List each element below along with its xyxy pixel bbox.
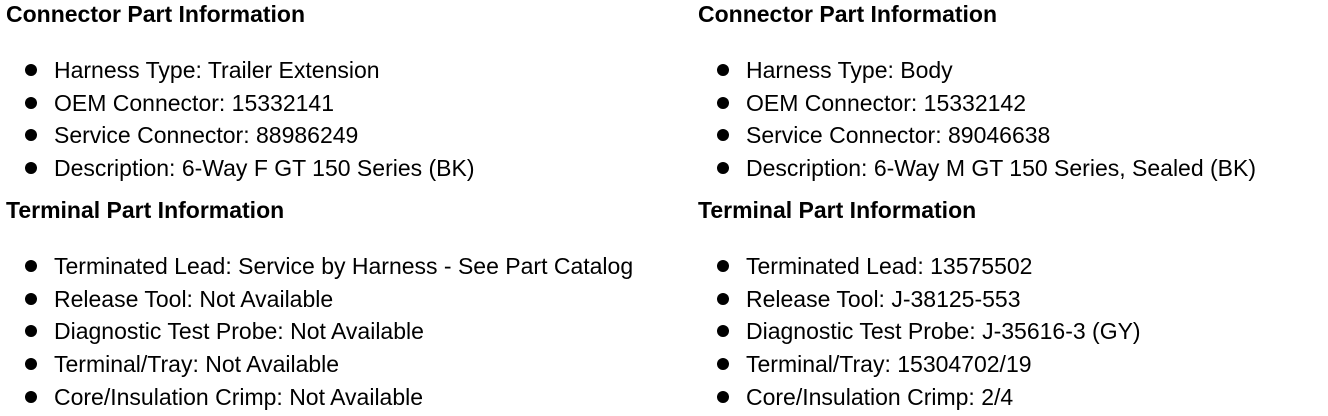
bullet-icon xyxy=(25,129,37,142)
item-text: Description: 6-Way M GT 150 Series, Seal… xyxy=(746,155,1257,182)
bullet-icon xyxy=(717,64,729,76)
item-text: Harness Type: Body xyxy=(746,57,953,83)
bullet-icon xyxy=(717,129,729,142)
item-text: Diagnostic Test Probe: Not Available xyxy=(54,318,424,345)
bullet-icon xyxy=(25,64,37,76)
bullet-icon xyxy=(25,390,37,403)
list-item: Core/Insulation Crimp: Not Available xyxy=(6,381,633,414)
bullet-icon xyxy=(717,292,729,305)
bullet-icon xyxy=(25,96,37,109)
connector-list: Harness Type: Trailer Extension OEM Conn… xyxy=(6,54,475,185)
item-text: Description: 6-Way F GT 150 Series (BK) xyxy=(54,155,475,182)
connector-list: Harness Type: Body OEM Connector: 153321… xyxy=(698,54,1256,185)
list-item: Release Tool: J-38125-553 xyxy=(698,283,1141,316)
terminal-heading: Terminal Part Information xyxy=(698,197,977,223)
bullet-icon xyxy=(25,260,37,272)
list-item: Service Connector: 88986249 xyxy=(6,119,475,152)
list-item: Service Connector: 89046638 xyxy=(698,119,1256,152)
list-item: Core/Insulation Crimp: 2/4 xyxy=(698,381,1141,414)
item-text: Terminated Lead: 13575502 xyxy=(746,253,1033,279)
bullet-icon xyxy=(717,390,729,403)
item-text: OEM Connector: 15332141 xyxy=(54,89,335,116)
item-text: OEM Connector: 15332142 xyxy=(746,89,1027,116)
list-item: OEM Connector: 15332141 xyxy=(6,87,475,120)
list-item: Terminal/Tray: Not Available xyxy=(6,348,633,381)
terminal-list: Terminated Lead: 13575502 Release Tool: … xyxy=(698,250,1141,413)
bullet-icon xyxy=(717,96,729,109)
bullet-icon xyxy=(717,162,729,175)
terminal-list: Terminated Lead: Service by Harness - Se… xyxy=(6,250,633,413)
list-item: Terminated Lead: Service by Harness - Se… xyxy=(6,250,633,283)
list-item: Description: 6-Way M GT 150 Series, Seal… xyxy=(698,152,1256,185)
item-text: Harness Type: Trailer Extension xyxy=(54,57,380,83)
item-text: Core/Insulation Crimp: 2/4 xyxy=(746,383,1014,410)
bullet-icon xyxy=(717,325,729,338)
bullet-icon xyxy=(25,325,37,338)
list-item: Harness Type: Trailer Extension xyxy=(6,54,475,87)
bullet-icon xyxy=(25,292,37,305)
item-text: Release Tool: Not Available xyxy=(54,285,334,312)
list-item: OEM Connector: 15332142 xyxy=(698,87,1256,120)
item-text: Terminated Lead: Service by Harness - Se… xyxy=(54,253,634,279)
list-item: Harness Type: Body xyxy=(698,54,1256,87)
list-item: Diagnostic Test Probe: Not Available xyxy=(6,315,633,348)
item-text: Release Tool: J-38125-553 xyxy=(746,285,1021,312)
item-text: Diagnostic Test Probe: J-35616-3 (GY) xyxy=(746,318,1141,345)
item-text: Service Connector: 89046638 xyxy=(746,122,1051,149)
bullet-icon xyxy=(717,358,729,371)
terminal-heading: Terminal Part Information xyxy=(6,197,285,223)
connector-heading: Connector Part Information xyxy=(6,1,306,27)
item-text: Service Connector: 88986249 xyxy=(54,122,359,149)
list-item: Release Tool: Not Available xyxy=(6,283,633,316)
bullet-icon xyxy=(25,162,37,175)
bullet-icon xyxy=(717,260,729,272)
bullet-icon xyxy=(25,358,37,371)
list-item: Terminal/Tray: 15304702/19 xyxy=(698,348,1141,381)
item-text: Core/Insulation Crimp: Not Available xyxy=(54,383,424,410)
item-text: Terminal/Tray: 15304702/19 xyxy=(746,351,1032,378)
list-item: Description: 6-Way F GT 150 Series (BK) xyxy=(6,152,475,185)
item-text: Terminal/Tray: Not Available xyxy=(54,351,340,378)
connector-heading: Connector Part Information xyxy=(698,1,998,27)
list-item: Diagnostic Test Probe: J-35616-3 (GY) xyxy=(698,315,1141,348)
list-item: Terminated Lead: 13575502 xyxy=(698,250,1141,283)
